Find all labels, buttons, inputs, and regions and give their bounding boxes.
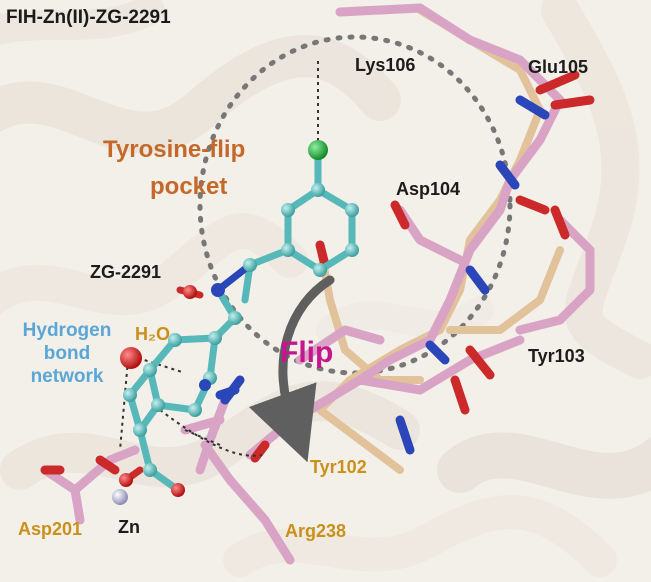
pocket-label-line1: Tyrosine-flip <box>103 136 246 163</box>
residue-label-asp104: Asp104 <box>396 179 461 199</box>
pocket-label-line2: pocket <box>150 173 228 200</box>
zinc-label: Zn <box>118 517 140 537</box>
water-label: H₂O <box>135 324 170 344</box>
ligand-label: ZG-2291 <box>90 262 162 282</box>
water-oxygen-atom <box>120 347 142 369</box>
hbond-label-line2: bond <box>43 342 91 364</box>
figure-title: FIH-Zn(II)-ZG-2291 <box>6 7 171 28</box>
flip-label: Flip <box>280 336 334 369</box>
ligand-atoms <box>119 183 359 497</box>
hbond-network-label: Hydrogen bond network <box>12 320 122 388</box>
chlorine-atom <box>308 140 328 160</box>
flip-arrow <box>248 275 335 463</box>
hbond-label-line3: network <box>30 365 104 387</box>
residue-label-glu105: Glu105 <box>528 57 589 77</box>
residue-label-tyr103: Tyr103 <box>528 346 585 366</box>
zinc-ion <box>112 489 128 505</box>
residue-label-lys106: Lys106 <box>355 55 416 75</box>
residue-label-asp201: Asp201 <box>18 519 83 539</box>
residue-label-tyr102: Tyr102 <box>310 457 367 477</box>
hbond-label-line1: Hydrogen <box>22 320 112 341</box>
residue-label-arg238: Arg238 <box>285 521 347 541</box>
